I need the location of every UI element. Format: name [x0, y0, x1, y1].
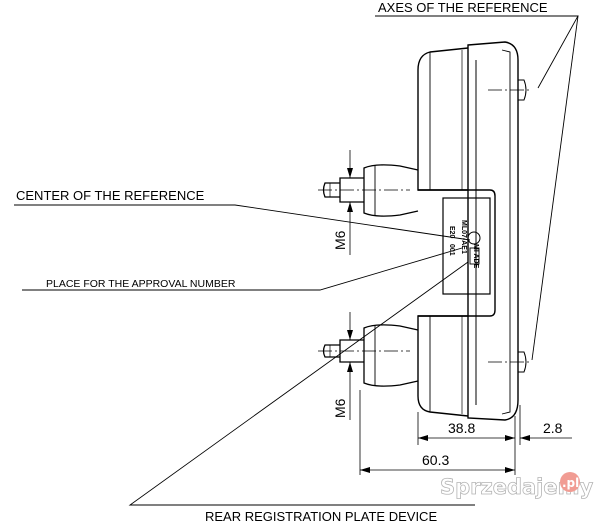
- lamp-housing: [417, 41, 527, 421]
- label-approval-number-place: PLACE FOR THE APPROVAL NUMBER: [46, 278, 236, 290]
- approval-marking: MI ADE ML07-AE1 E20 001: [448, 220, 479, 269]
- marking-line-3: E20: [448, 226, 455, 239]
- watermark-tld: .pl: [562, 476, 579, 490]
- approval-box: [469, 247, 480, 265]
- leader-lines: [14, 15, 579, 506]
- watermark-badge: [560, 472, 580, 492]
- dimension-depth-body: 38.8: [448, 420, 475, 436]
- watermark: Sprzedajemy .pl: [440, 472, 594, 499]
- label-axes-of-reference: AXES OF THE REFERENCE: [378, 0, 548, 15]
- dimension-lines: [349, 150, 572, 475]
- thread-label-lower: M6: [332, 398, 348, 418]
- marking-line-2: ML07-AE1: [460, 220, 467, 254]
- dimension-arrows: [347, 168, 530, 473]
- approval-circle: [467, 231, 481, 245]
- center-lines: [318, 89, 530, 363]
- label-rear-registration-plate-device: REAR REGISTRATION PLATE DEVICE: [205, 509, 437, 524]
- marking-line-4: 001: [448, 244, 455, 256]
- thread-label-upper: M6: [332, 230, 348, 250]
- dimension-depth-total: 60.3: [422, 452, 449, 468]
- label-center-of-reference: CENTER OF THE REFERENCE: [16, 188, 205, 203]
- dimension-edge-offset: 2.8: [543, 420, 563, 436]
- marking-line-1: MI ADE: [472, 244, 479, 269]
- upper-stud: [322, 164, 419, 217]
